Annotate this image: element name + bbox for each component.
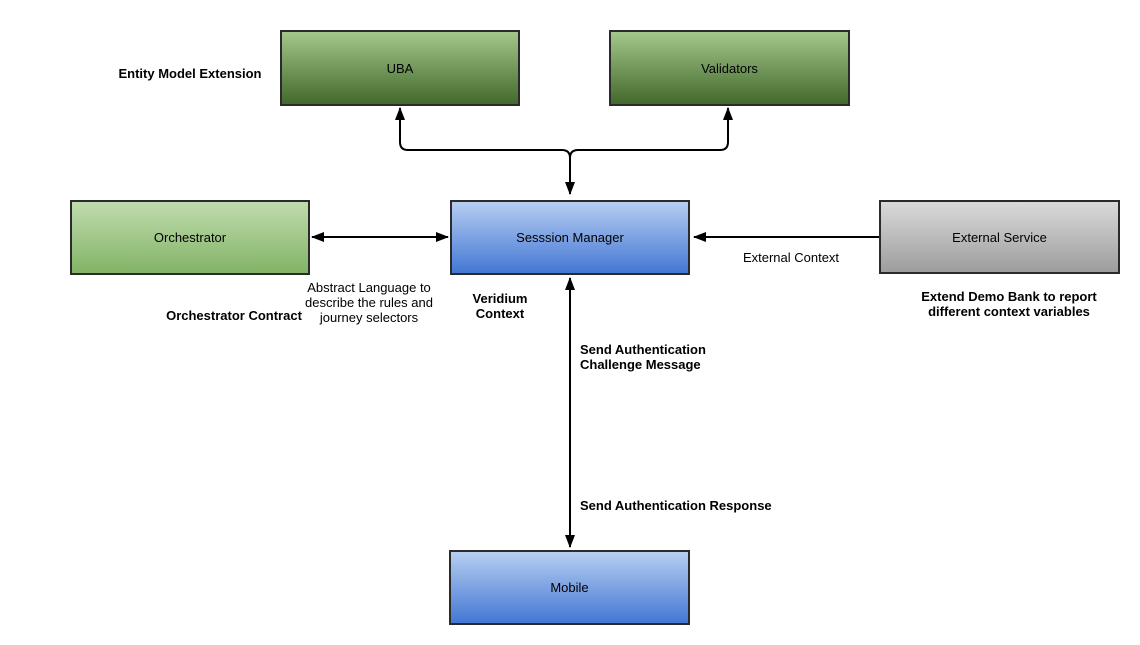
- annotation-entity-model-extension: Entity Model Extension: [118, 66, 262, 81]
- annotation-send-auth-challenge: Send Authentication Challenge Message: [580, 342, 706, 373]
- node-external-service-label: External Service: [952, 229, 1047, 245]
- annotation-orchestrator-contract: Orchestrator Contract: [166, 308, 302, 323]
- annotation-extend-demo-bank: Extend Demo Bank to report different con…: [921, 289, 1097, 320]
- node-uba: UBA: [280, 30, 520, 106]
- node-orchestrator: Orchestrator: [70, 200, 310, 275]
- node-orchestrator-label: Orchestrator: [153, 230, 227, 245]
- annotation-veridium-context: Veridium Context: [472, 291, 528, 322]
- node-uba-label: UBA: [386, 60, 414, 76]
- node-session-manager: Sesssion Manager: [450, 200, 690, 275]
- node-external-service: External Service: [879, 200, 1120, 274]
- node-session-manager-label: Sesssion Manager: [516, 230, 624, 245]
- annotation-send-auth-response: Send Authentication Response: [580, 498, 772, 513]
- annotation-abstract-language: Abstract Language to describe the rules …: [305, 280, 433, 326]
- node-mobile-label: Mobile: [550, 580, 589, 595]
- node-mobile: Mobile: [449, 550, 690, 625]
- annotation-external-context: External Context: [742, 250, 840, 265]
- node-validators: Validators: [609, 30, 850, 106]
- arrow-session-to-uba: [395, 107, 575, 195]
- arrow-session-to-validators: [569, 107, 733, 159]
- node-validators-label: Validators: [701, 60, 758, 76]
